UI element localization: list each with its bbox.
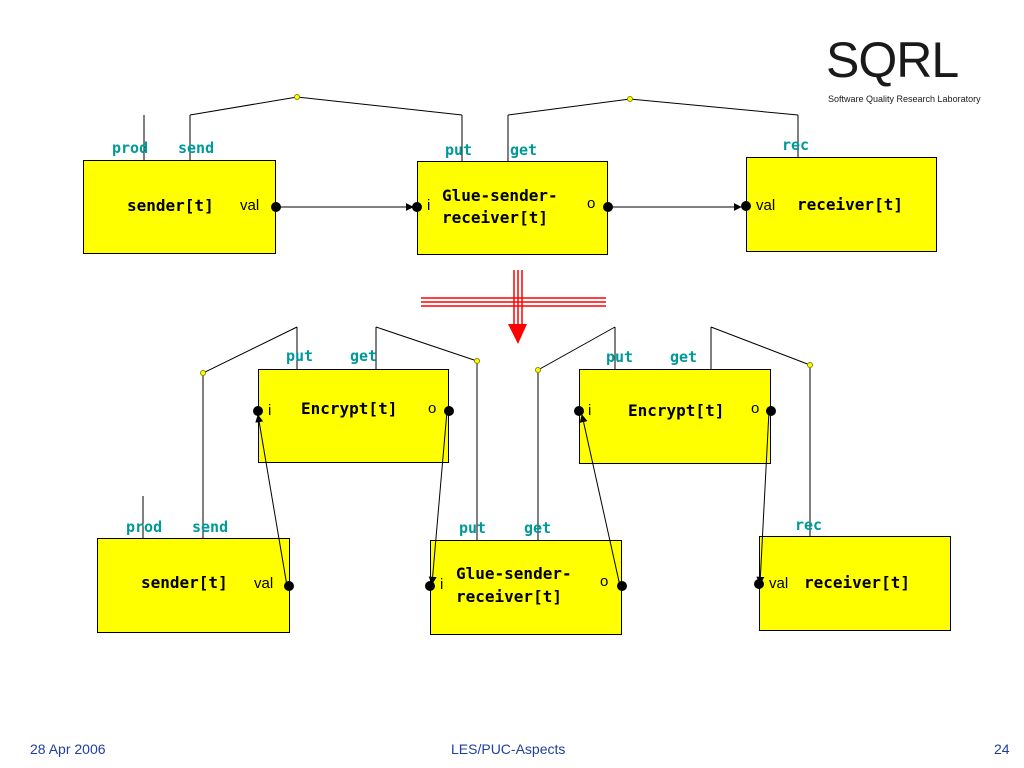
bottom-tag-rec: rec [795, 516, 823, 534]
bottom-sender-port-val: val [254, 575, 274, 592]
bottom-sender-name: sender[t] [141, 573, 228, 592]
footer-date: 28 Apr 2006 [30, 741, 106, 757]
top-sender-name: sender[t] [127, 196, 214, 215]
encrypt-left-port-o: o [428, 400, 437, 417]
bottom-glue-box [430, 540, 622, 635]
top-tag-prod: prod [112, 139, 149, 157]
top-glue-name-line1: Glue-sender- [442, 186, 558, 205]
top-receiver-name: receiver[t] [797, 195, 903, 214]
sqrl-logo: SQRL Software Quality Research Laborator… [826, 30, 994, 110]
footer-page-number: 24 [994, 741, 1010, 757]
logo-title: SQRL [826, 32, 959, 88]
top-receiver-port-val: val [756, 197, 776, 214]
transform-arrow [421, 270, 606, 325]
bottom-tag-get: get [524, 519, 552, 537]
encrypt-right-box [579, 369, 771, 464]
encrypt-right-name: Encrypt[t] [628, 401, 725, 420]
encrypt-right-port-o: o [751, 400, 760, 417]
top-tag-rec: rec [782, 136, 810, 154]
top-sender-port-val: val [240, 197, 260, 214]
bottom-glue-port-i: i [440, 576, 444, 593]
bottom-tag-put: put [459, 519, 487, 537]
top-glue-port-o: o [587, 195, 596, 212]
bottom-sender-box [97, 538, 290, 633]
bottom-receiver-name: receiver[t] [804, 573, 910, 592]
top-receiver-box [746, 157, 937, 252]
bottom-tag-send: send [192, 518, 229, 536]
top-glue-name-line2: receiver[t] [442, 208, 548, 227]
top-tag-send: send [178, 139, 215, 157]
encrypt-left-name: Encrypt[t] [301, 399, 398, 418]
encrypt-right-port-i: i [588, 402, 592, 419]
encrypt-left-tag-get: get [350, 347, 378, 365]
encrypt-right-tag-get: get [670, 348, 698, 366]
encrypt-left-port-i: i [268, 402, 272, 419]
top-glue-port-i: i [427, 197, 431, 214]
footer-title: LES/PUC-Aspects [451, 741, 566, 757]
encrypt-left-box [258, 369, 449, 463]
bottom-tag-prod: prod [126, 518, 163, 536]
logo-subtitle: Software Quality Research Laboratory [828, 94, 981, 104]
bottom-glue-name-line1: Glue-sender- [456, 564, 572, 583]
bottom-glue-name-line2: receiver[t] [456, 587, 562, 606]
top-tag-put: put [445, 141, 473, 159]
encrypt-left-tag-put: put [286, 347, 314, 365]
bottom-glue-port-o: o [600, 573, 609, 590]
top-sender-box [83, 160, 276, 254]
bottom-receiver-port-val: val [769, 575, 789, 592]
encrypt-right-tag-put: put [606, 348, 634, 366]
top-tag-get: get [510, 141, 538, 159]
